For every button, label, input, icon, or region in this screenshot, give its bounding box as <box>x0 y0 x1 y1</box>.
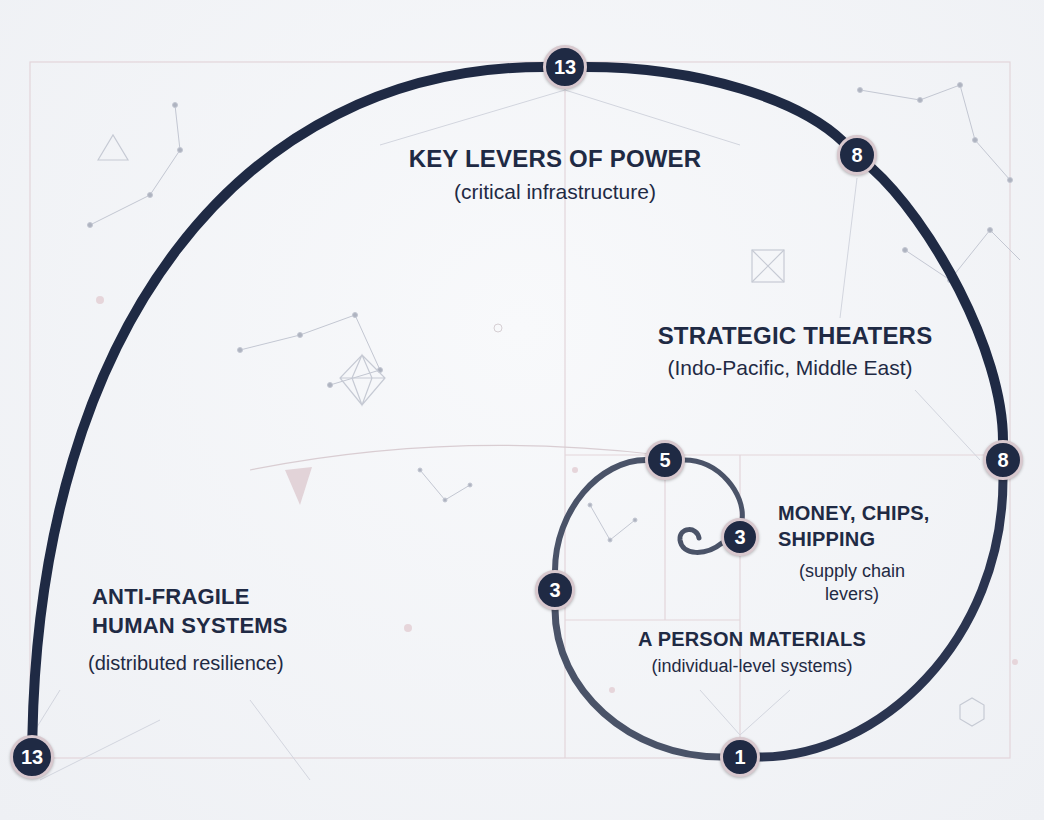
grid-line <box>565 619 740 620</box>
callout-number: 13 <box>554 57 576 77</box>
diamond-icon <box>340 355 385 405</box>
spiral-arc <box>555 460 646 571</box>
constellation <box>240 315 380 385</box>
number-circle: 1 <box>720 737 760 777</box>
section-heading: A PERSON MATERIALS <box>606 626 898 652</box>
leader-line <box>700 690 740 735</box>
callout-number: 13 <box>21 747 43 767</box>
square-icon <box>752 250 784 282</box>
number-circle: 5 <box>645 440 685 480</box>
section-heading: STRATEGIC THEATERS <box>625 320 965 351</box>
constellation <box>420 470 470 500</box>
spiral-arc <box>871 168 1003 441</box>
leader-line <box>40 720 160 780</box>
leader-line <box>250 700 310 780</box>
constellation <box>590 505 635 540</box>
grid-line <box>565 454 1010 455</box>
section-heading: KEY LEVERS OF POWER <box>345 143 765 174</box>
section-subtitle: (supply chain levers) <box>782 560 922 607</box>
spiral-arc <box>586 67 843 142</box>
number-circle: 8 <box>983 440 1023 480</box>
section-heading: ANTI-FRAGILE HUMAN SYSTEMS <box>92 583 307 640</box>
square-icon <box>752 250 784 282</box>
section-subtitle: (Indo-Pacific, Middle East) <box>612 354 968 381</box>
golden-frame <box>30 62 1010 758</box>
callout-number: 3 <box>734 527 745 547</box>
hex-icon <box>960 698 984 726</box>
spiral-arc <box>684 460 742 519</box>
constellation <box>90 105 180 225</box>
callout-number: 5 <box>659 450 670 470</box>
number-circle: 3 <box>721 518 759 556</box>
triangle-marker <box>285 467 312 505</box>
section-subtitle: (individual-level systems) <box>596 655 908 678</box>
leader-line <box>565 90 740 145</box>
callout-number: 8 <box>851 145 862 165</box>
leader-line <box>915 390 980 460</box>
number-circle: 13 <box>543 45 587 89</box>
section-subtitle: (distributed resilience) <box>88 650 378 676</box>
constellation <box>860 85 1010 180</box>
leader-line <box>840 178 857 318</box>
thin-arc <box>250 445 660 470</box>
leader-line <box>380 90 565 145</box>
spiral-arc <box>759 479 1003 757</box>
number-circle: 13 <box>10 735 54 779</box>
number-circle: 3 <box>535 570 575 610</box>
callout-number: 1 <box>734 747 745 767</box>
spiral-core <box>680 530 722 553</box>
leader-line <box>740 690 790 735</box>
callout-number: 3 <box>549 580 560 600</box>
number-circle: 8 <box>837 135 877 175</box>
section-heading: MONEY, CHIPS, SHIPPING <box>778 500 968 552</box>
section-subtitle: (critical infrastructure) <box>345 178 765 205</box>
constellation <box>905 230 1020 280</box>
triangle-icon <box>98 135 128 160</box>
callout-number: 8 <box>997 450 1008 470</box>
